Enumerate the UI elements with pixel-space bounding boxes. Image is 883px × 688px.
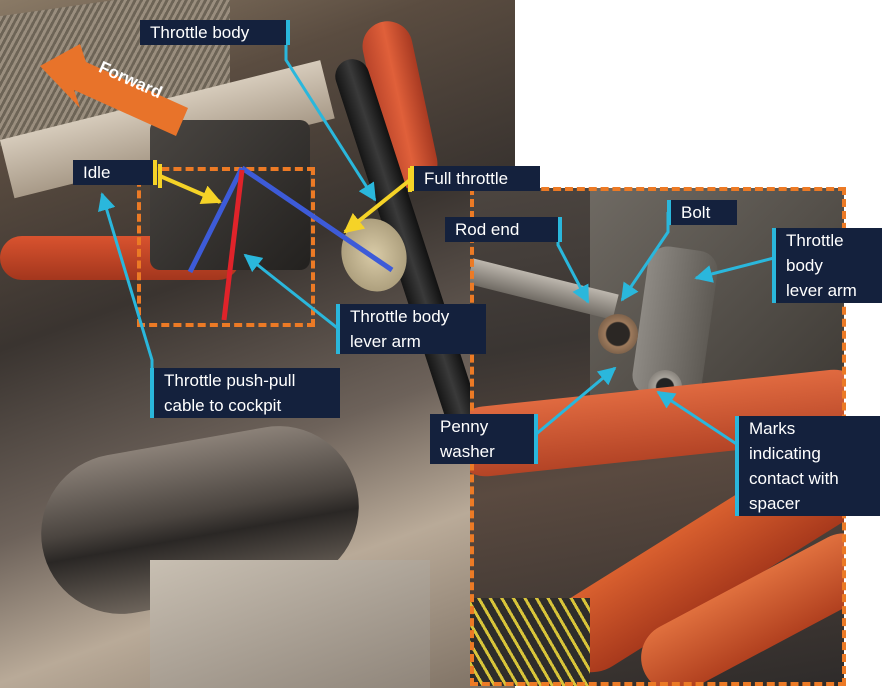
full-position-line xyxy=(240,165,394,273)
leader-marks xyxy=(656,390,740,448)
forward-arrow: Forward xyxy=(40,44,188,136)
leader-throttle-body xyxy=(284,30,377,202)
leader-bolt xyxy=(620,212,670,302)
idle-marker-arrow xyxy=(159,174,222,205)
label-marks: Marks indicating contact with spacer xyxy=(735,416,880,516)
leader-inset-lever-arm xyxy=(694,240,776,283)
label-rod-end: Rod end xyxy=(445,217,562,242)
detail-area-box xyxy=(137,167,315,327)
label-throttle-cable: Throttle push-pull cable to cockpit xyxy=(150,368,340,418)
label-inset-lever-arm: Throttle body lever arm xyxy=(772,228,882,303)
lever-line xyxy=(221,169,245,321)
leader-penny-washer xyxy=(533,366,617,439)
firewall-panel xyxy=(150,560,430,688)
label-idle: Idle xyxy=(73,160,157,185)
full-marker-arrow xyxy=(343,178,412,234)
label-bolt: Bolt xyxy=(667,200,737,225)
inset-washer xyxy=(598,314,638,354)
leader-lever-arm xyxy=(243,253,342,334)
idle-position-line xyxy=(187,166,245,274)
label-full-throttle: Full throttle xyxy=(410,166,540,191)
inset-wires xyxy=(470,598,590,686)
leader-cable xyxy=(98,192,154,376)
label-throttle-body-lever-arm: Throttle body lever arm xyxy=(336,304,486,354)
label-throttle-body: Throttle body xyxy=(140,20,290,45)
label-penny-washer: Penny washer xyxy=(430,414,538,464)
leader-rod-end xyxy=(556,230,590,304)
